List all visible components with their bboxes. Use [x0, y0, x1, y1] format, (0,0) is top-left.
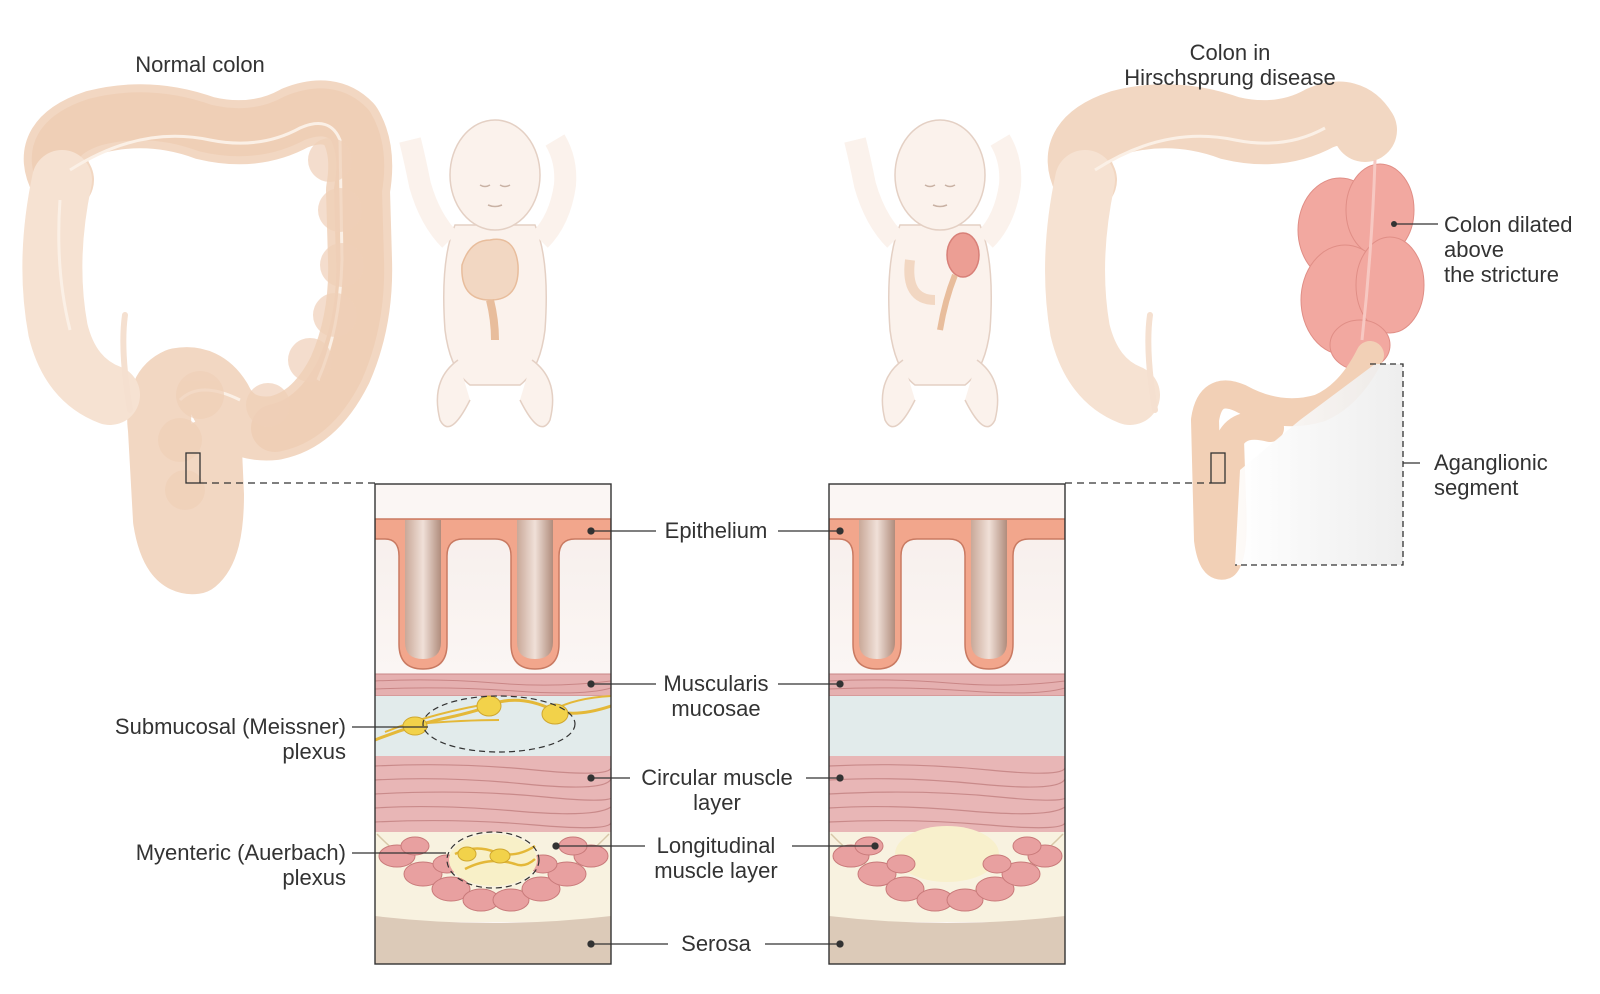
muscularis-text-2: mucosae	[671, 696, 761, 721]
myenteric-text-2: plexus	[282, 865, 346, 890]
muscularis-text-1: Muscularis	[663, 671, 769, 696]
dilated-text-2: above	[1444, 237, 1504, 262]
normal-colon-title-text: Normal colon	[135, 52, 265, 77]
muscularis-label: Muscularis mucosae	[640, 671, 792, 721]
disease-colon	[1045, 81, 1438, 580]
disease-tissue-panel	[829, 484, 1065, 964]
longitudinal-label: Longitudinal muscle layer	[640, 833, 792, 883]
myenteric-label: Myenteric (Auerbach) plexus	[60, 840, 346, 890]
circular-muscle-label: Circular muscle layer	[626, 765, 808, 815]
normal-colon-title: Normal colon	[100, 52, 300, 77]
serosa-text: Serosa	[681, 931, 751, 956]
aganglionic-text-2: segment	[1434, 475, 1519, 500]
myenteric-text-1: Myenteric (Auerbach)	[135, 840, 346, 865]
disease-title-line2: Hirschsprung disease	[1124, 65, 1336, 90]
epithelium-label: Epithelium	[640, 518, 792, 543]
normal-colon	[22, 80, 393, 595]
disease-colon-title: Colon in Hirschsprung disease	[1100, 40, 1360, 90]
serosa-label: Serosa	[660, 931, 772, 956]
disease-baby	[844, 119, 1022, 428]
circular-text-2: layer	[693, 790, 741, 815]
dilated-text-1: Colon dilated	[1444, 212, 1573, 237]
epithelium-text: Epithelium	[664, 518, 768, 543]
dilated-text-3: the stricture	[1444, 262, 1559, 287]
submucosal-text-2: plexus	[282, 739, 346, 764]
submucosal-label: Submucosal (Meissner) plexus	[60, 714, 346, 764]
normal-baby	[399, 119, 577, 428]
pointer-lines	[352, 527, 879, 948]
normal-tissue-panel	[375, 484, 611, 964]
aganglionic-label: Aganglionic segment	[1434, 450, 1584, 500]
longitudinal-text-1: Longitudinal	[656, 833, 776, 858]
aganglionic-text-1: Aganglionic	[1434, 450, 1548, 475]
disease-title-line1: Colon in	[1189, 40, 1271, 65]
circular-text-1: Circular muscle	[641, 765, 793, 790]
longitudinal-text-2: muscle layer	[654, 858, 778, 883]
submucosal-text-1: Submucosal (Meissner)	[114, 714, 346, 739]
dilated-colon-label: Colon dilated above the stricture	[1444, 212, 1596, 287]
